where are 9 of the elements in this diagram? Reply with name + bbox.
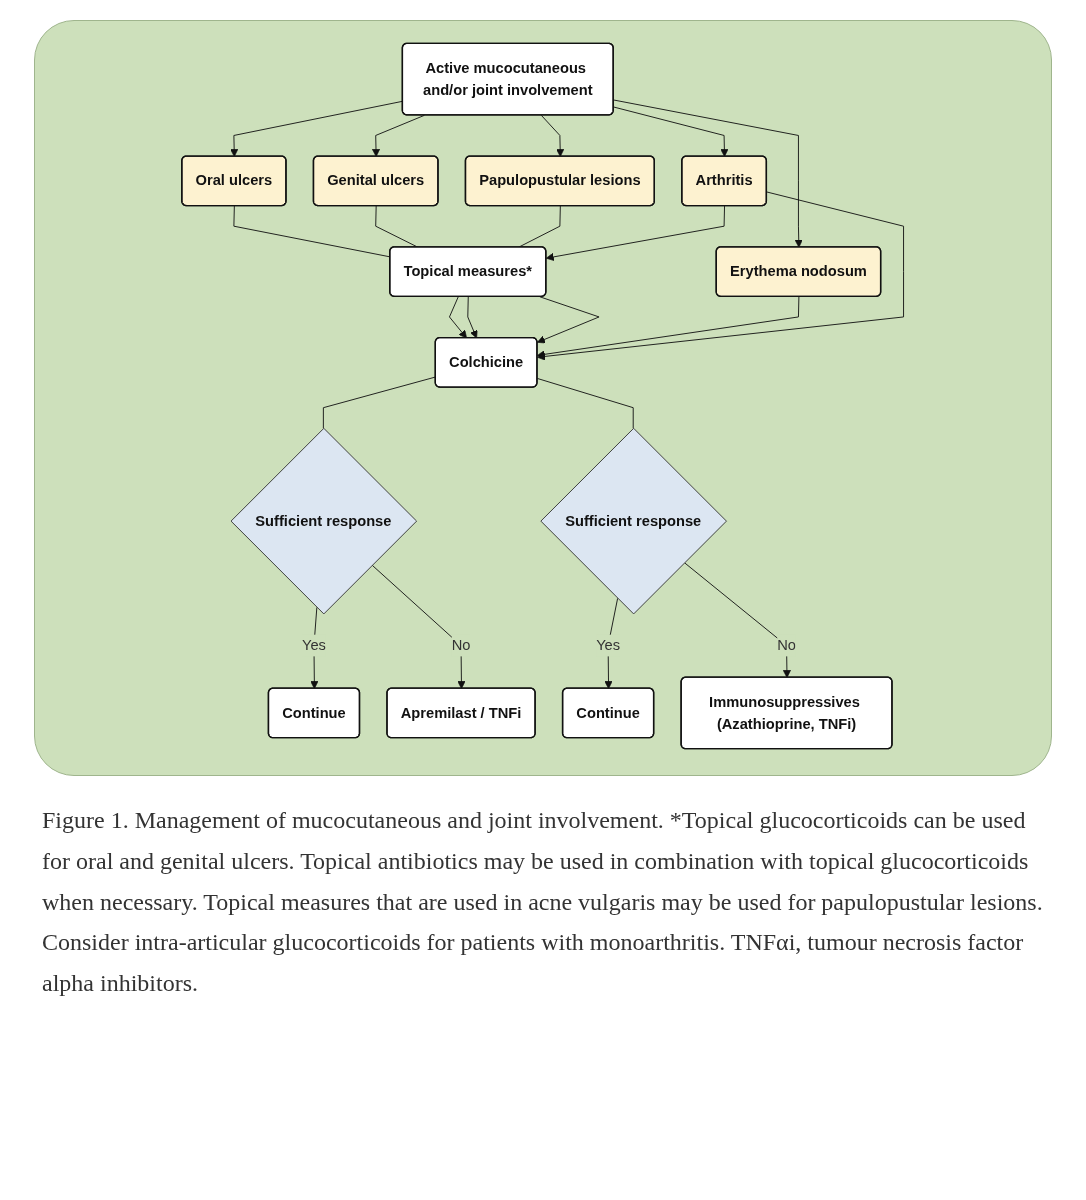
- edge-label: Yes: [596, 637, 621, 653]
- connector: [537, 378, 634, 429]
- edge-label: No: [451, 637, 471, 653]
- connector: [233, 205, 391, 258]
- figure-caption: Figure 1. Management of mucocutaneous and joint involvement. *Topical glucocorticoids can be used for oral and genital ulcers. Topical antibiotics may be used in combination with topical glucocorticoids when necessary. Topical measures that are used in acne vulgaris may be used for papulopustular lesions. Consider intra-articular glucocorticoids for patients with monoarthritis. TNFαi, tumour necrosis factor alpha inhibitors.: [42, 806, 1044, 999]
- edge-label: Yes: [302, 637, 327, 653]
- edge-label: No: [777, 637, 797, 653]
- node-diamond: Sufficient response: [230, 427, 418, 615]
- node-diamond: Sufficient response: [540, 427, 728, 615]
